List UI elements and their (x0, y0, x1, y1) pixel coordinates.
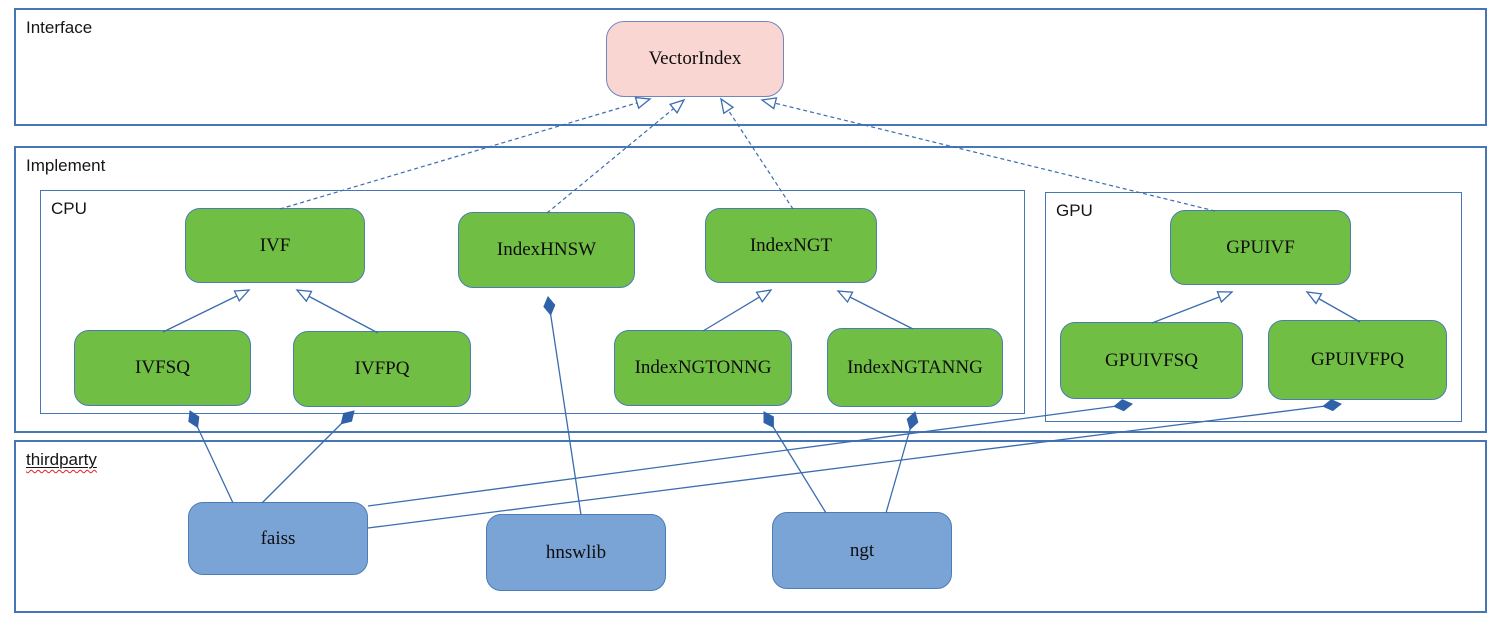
node-indexngtonng: IndexNGTONNG (614, 330, 792, 406)
node-vectorindex: VectorIndex (606, 21, 784, 97)
node-indexhnsw: IndexHNSW (458, 212, 635, 288)
spellcheck-wavy-underline: thirdparty (26, 450, 97, 469)
node-hnswlib: hnswlib (486, 514, 666, 591)
node-indexngt: IndexNGT (705, 208, 877, 283)
node-faiss: faiss (188, 502, 368, 575)
group-thirdparty-label: thirdparty (26, 450, 97, 470)
node-ivfsq: IVFSQ (74, 330, 251, 406)
group-cpu-label: CPU (51, 199, 87, 218)
node-gpuivf: GPUIVF (1170, 210, 1351, 285)
node-gpuivfpq: GPUIVFPQ (1268, 320, 1447, 400)
group-implement-label: Implement (26, 156, 106, 175)
group-gpu-label: GPU (1056, 201, 1093, 220)
node-ivf: IVF (185, 208, 365, 283)
node-ngt: ngt (772, 512, 952, 589)
group-interface-label: Interface (26, 18, 93, 37)
node-gpuivfsq: GPUIVFSQ (1060, 322, 1243, 399)
node-ivfpq: IVFPQ (293, 331, 471, 407)
node-indexngtanng: IndexNGTANNG (827, 328, 1003, 407)
